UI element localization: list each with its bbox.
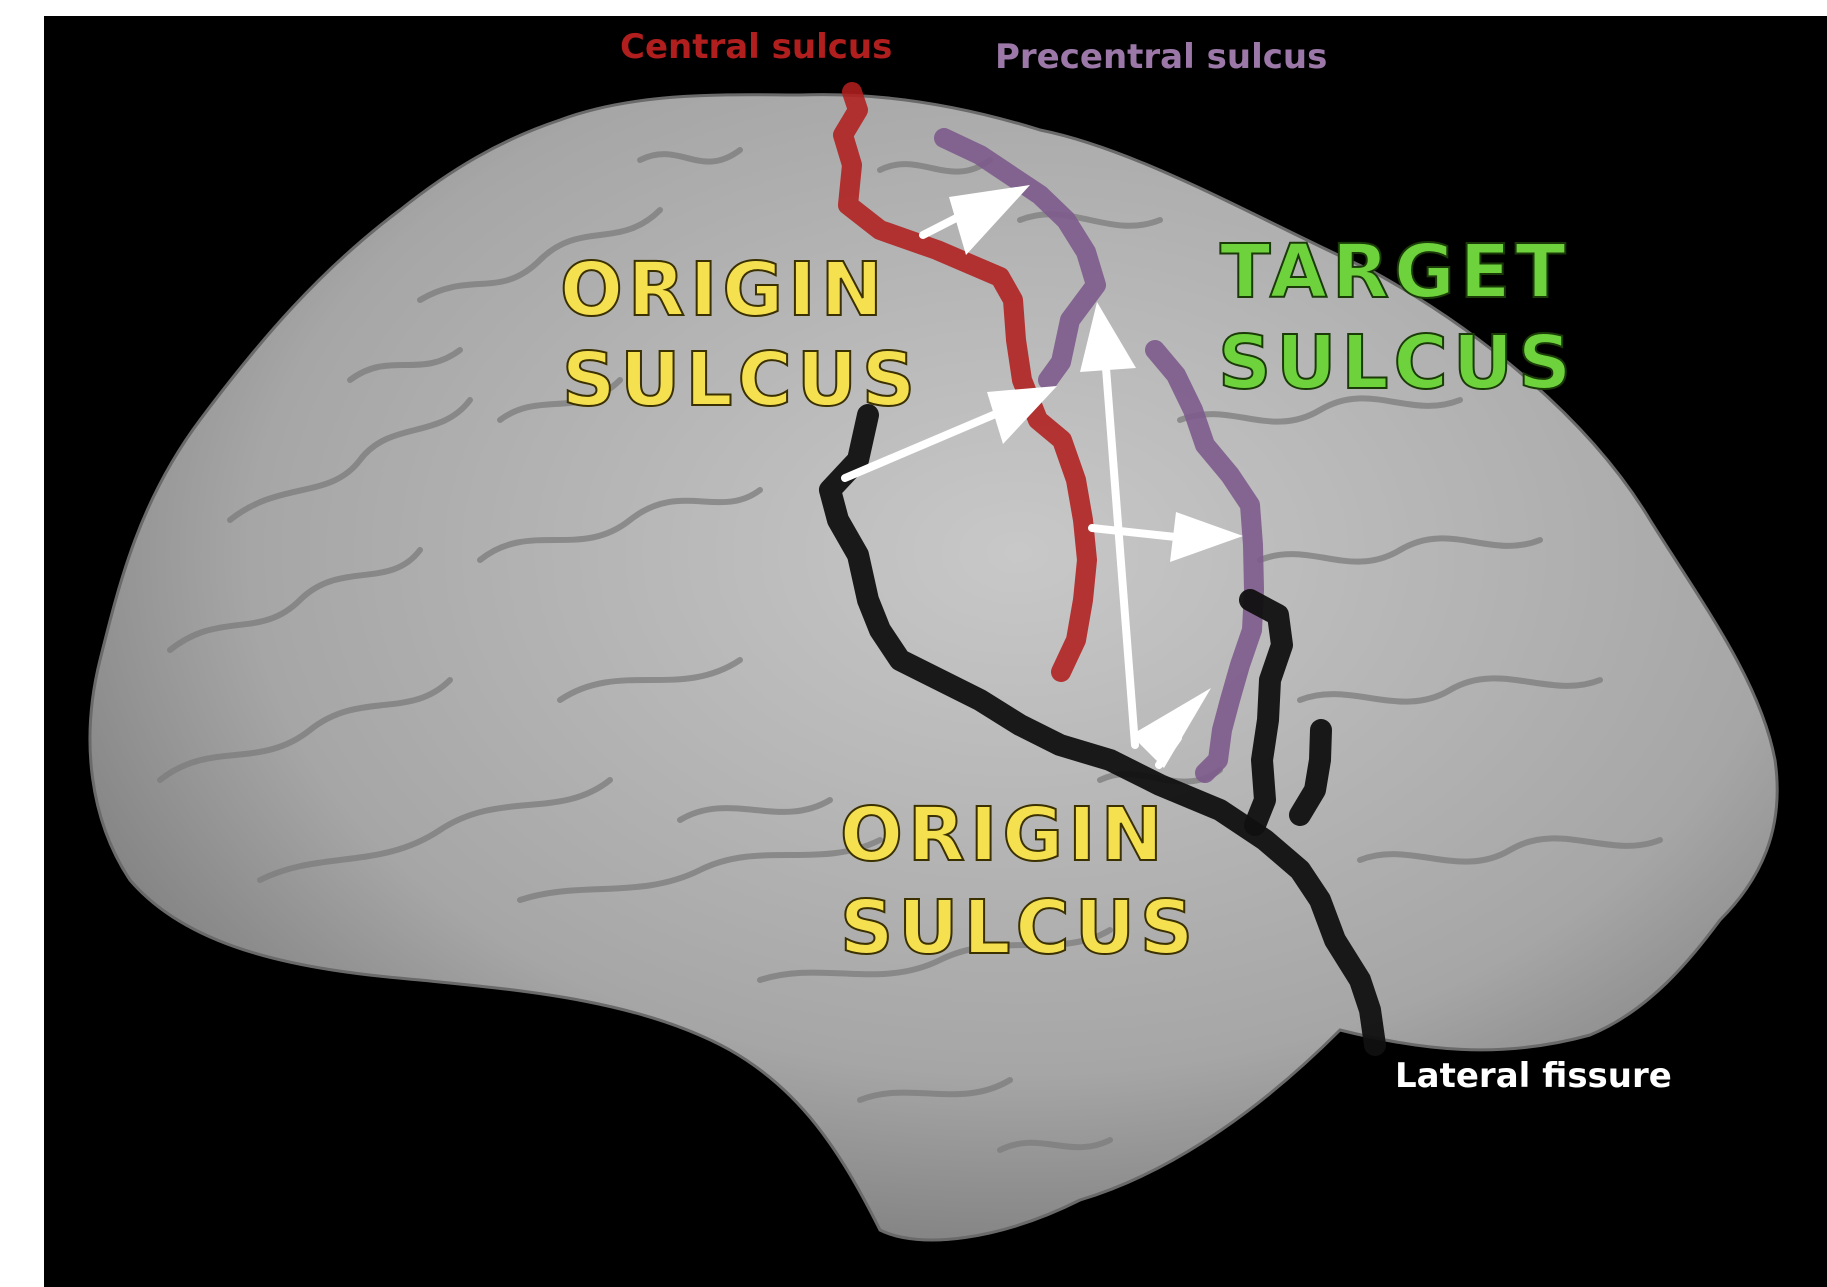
origin-upper-label-line2: SULCUS — [562, 337, 920, 423]
central-sulcus-label: Central sulcus — [620, 27, 892, 67]
origin-lower-label-line1: ORIGIN — [840, 792, 1168, 878]
lateral-fissure-label: Lateral fissure — [1395, 1056, 1672, 1096]
target-label-line1: TARGET — [1220, 229, 1571, 315]
origin-upper-label-line1: ORIGIN — [560, 247, 888, 333]
origin-lower-label-line2: SULCUS — [840, 885, 1198, 971]
target-label-line2: SULCUS — [1218, 320, 1576, 406]
precentral-sulcus-label: Precentral sulcus — [995, 37, 1327, 77]
